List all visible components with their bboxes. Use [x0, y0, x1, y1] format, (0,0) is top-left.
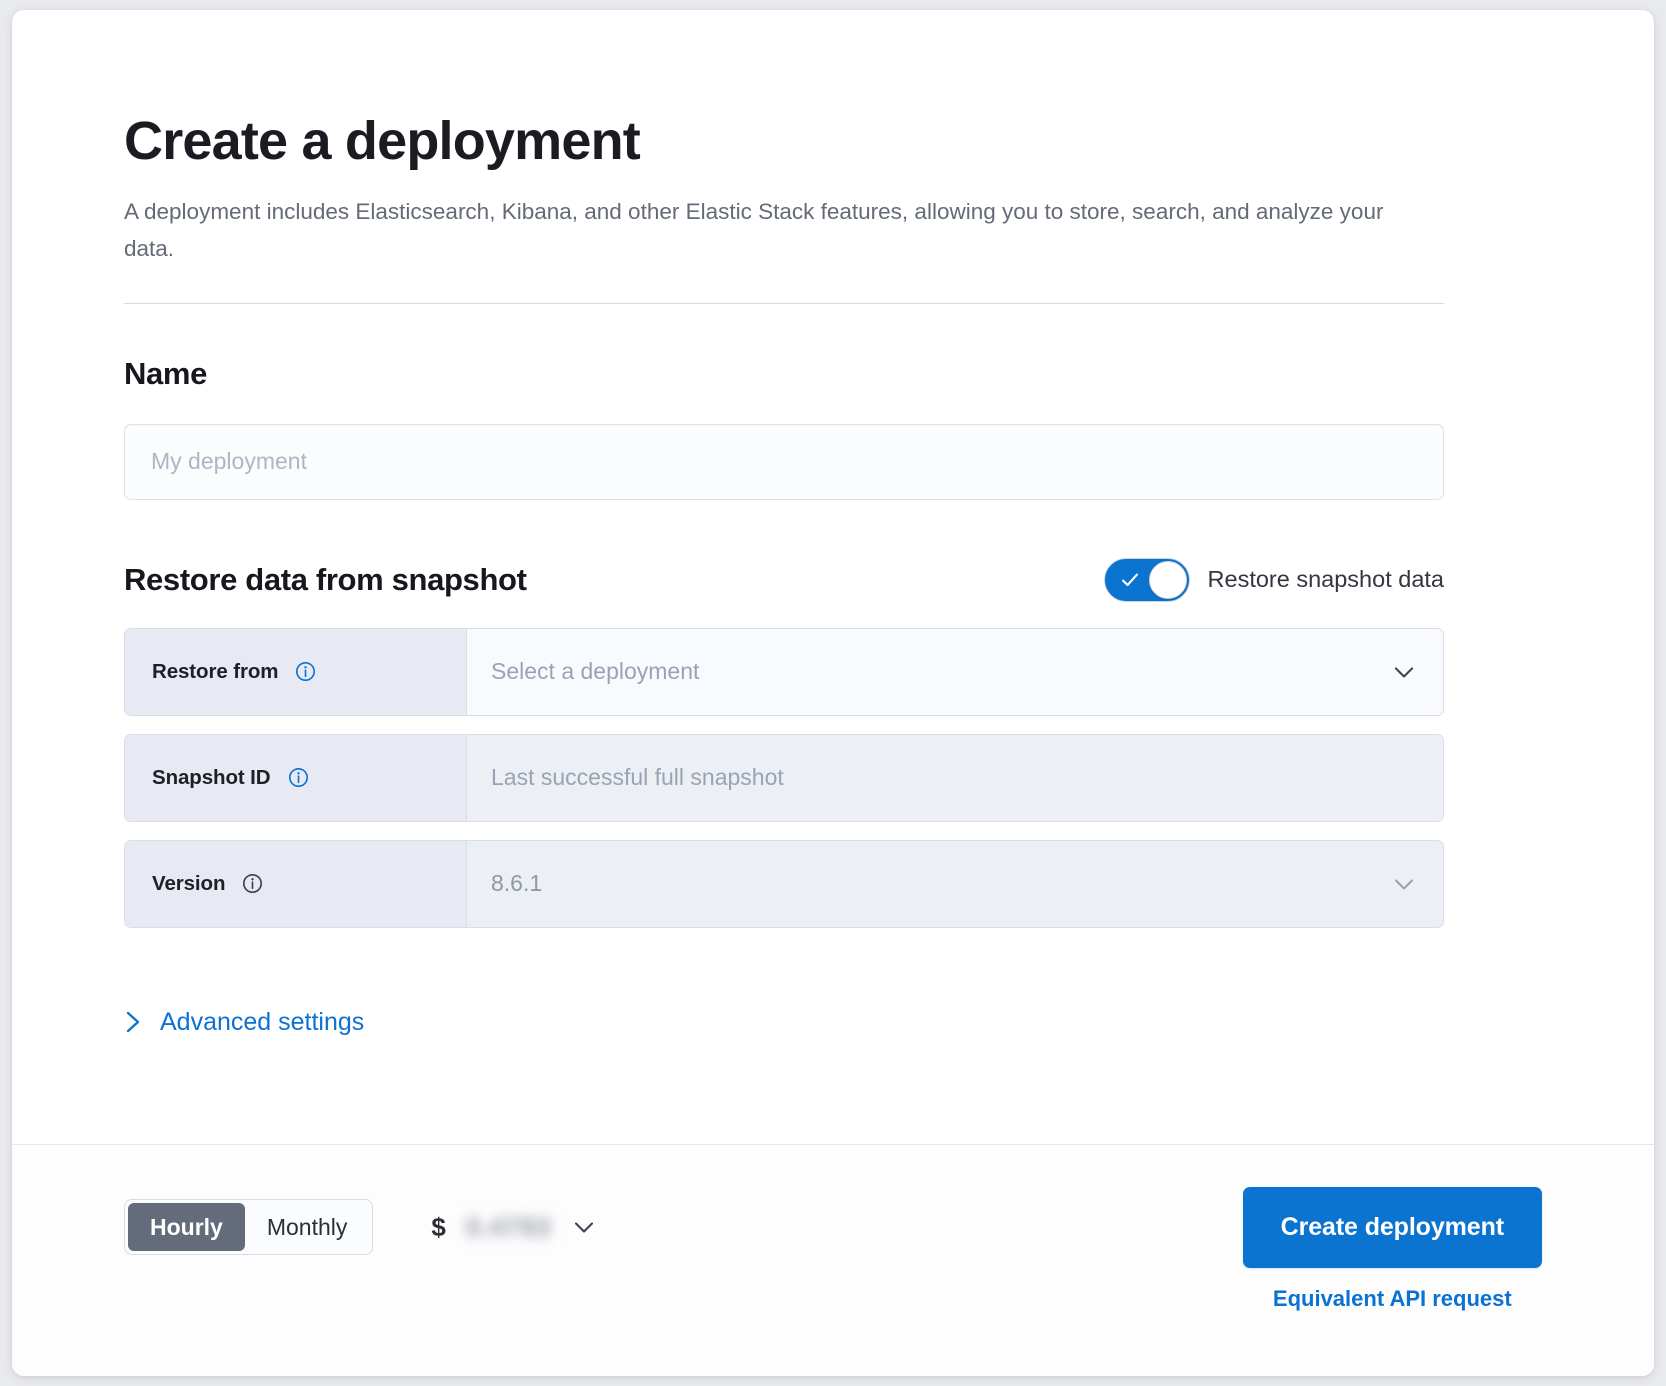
page-description: A deployment includes Elasticsearch, Kib… [124, 199, 1384, 261]
check-icon [1121, 573, 1138, 587]
info-circle-icon[interactable] [288, 767, 309, 788]
price-currency-symbol: $ [431, 1211, 446, 1242]
name-section-heading: Name [124, 355, 208, 391]
name-section: Name My deployment [124, 356, 1444, 500]
page-title: Create a deployment [124, 111, 641, 171]
footer-right-group: Create deployment Equivalent API request [1242, 1187, 1542, 1312]
price-display[interactable]: $ 0.4793 [431, 1212, 597, 1243]
advanced-settings-toggle[interactable]: Advanced settings [124, 1008, 364, 1037]
advanced-settings-label: Advanced settings [160, 1007, 365, 1036]
deployment-name-placeholder: My deployment [151, 448, 307, 475]
chevron-down-icon[interactable] [1391, 659, 1417, 685]
billing-option-monthly[interactable]: Monthly [266, 1213, 348, 1240]
create-deployment-card: Create a deployment A deployment include… [12, 10, 1654, 1376]
chevron-down-icon[interactable] [571, 1214, 597, 1240]
restore-snapshot-toggle[interactable] [1103, 557, 1190, 602]
footer-left-group: Hourly Monthly $ 0.4793 [124, 1187, 597, 1255]
billing-option-hourly[interactable]: Hourly [128, 1203, 245, 1251]
info-circle-icon[interactable] [295, 661, 316, 682]
version-label: Version [152, 871, 226, 895]
form-row-snapshot-id: Snapshot ID Last successful full snapsho… [124, 733, 1444, 822]
restore-section-header: Restore data from snapshot Restore snaps… [124, 557, 1444, 602]
create-deployment-button[interactable]: Create deployment [1242, 1187, 1542, 1268]
info-circle-icon[interactable] [242, 873, 263, 894]
restore-from-label: Restore from [152, 659, 279, 683]
version-select: 8.6.1 [467, 840, 1443, 927]
billing-period-toggle[interactable]: Hourly Monthly [124, 1199, 374, 1255]
form-row-label-cell: Restore from [125, 628, 467, 715]
form-row-restore-from[interactable]: Restore from Select a deployment [124, 627, 1444, 716]
restore-from-value: Select a deployment [491, 658, 700, 685]
restore-form-rows: Restore from Select a deployment [124, 627, 1444, 928]
chevron-right-icon [126, 1012, 140, 1033]
card-body: Create a deployment A deployment include… [12, 10, 1654, 1144]
restore-snapshot-toggle-label: Restore snapshot data [1207, 566, 1444, 593]
deployment-name-input[interactable]: My deployment [124, 423, 1444, 500]
price-amount: 0.4793 [465, 1211, 552, 1242]
equivalent-api-request-link[interactable]: Equivalent API request [1272, 1286, 1512, 1311]
snapshot-id-input: Last successful full snapshot [467, 734, 1443, 821]
snapshot-id-label: Snapshot ID [152, 765, 271, 789]
chevron-down-icon [1394, 879, 1414, 890]
version-value: 8.6.1 [491, 870, 543, 897]
card-footer: Hourly Monthly $ 0.4793 Create deploymen… [12, 1144, 1654, 1376]
restore-snapshot-toggle-group[interactable]: Restore snapshot data [1103, 557, 1444, 602]
form-row-label-cell: Snapshot ID [125, 734, 467, 821]
form-row-version: Version 8.6.1 [124, 839, 1444, 928]
form-row-label-cell: Version [125, 840, 467, 927]
toggle-knob [1148, 560, 1187, 599]
header-divider [124, 302, 1444, 304]
content-column: Create a deployment A deployment include… [124, 110, 1444, 1039]
restore-section-heading: Restore data from snapshot [124, 561, 527, 597]
snapshot-id-value: Last successful full snapshot [491, 764, 784, 791]
restore-from-select[interactable]: Select a deployment [467, 628, 1443, 715]
